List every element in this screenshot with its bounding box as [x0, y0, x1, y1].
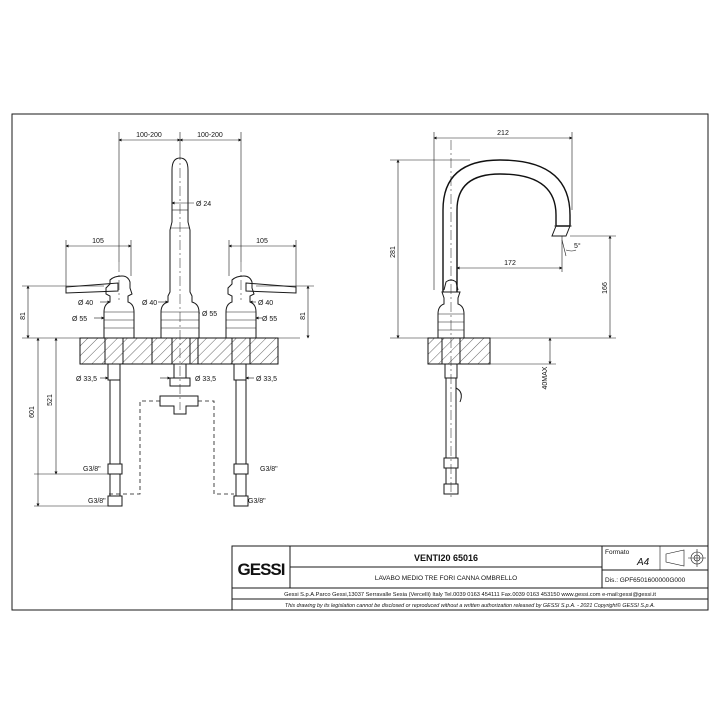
- dim-hole-dia-center: Ø 33,5: [195, 376, 216, 383]
- countertop-section-right: [197, 337, 279, 365]
- dim-hole-dia-right: Ø 33,5: [256, 376, 277, 383]
- dim-hose-length: 521: [47, 394, 54, 406]
- left-valve: [65, 262, 135, 338]
- dim-height-left: 81: [20, 312, 27, 320]
- dim-side-spout-height: 166: [602, 282, 609, 294]
- left-hose: [109, 379, 121, 465]
- dim-thread-left-1: G3/8": [83, 466, 101, 473]
- dim-thread-left-2: G3/8": [88, 498, 106, 505]
- dim-spacing-left: 100-200: [136, 132, 162, 139]
- title-block: GESSI VENTI20 65016 LAVABO MEDIO TRE FOR…: [231, 545, 709, 611]
- dim-body-dia-left: Ø 40: [78, 300, 93, 307]
- dim-spout-dia: Ø 24: [196, 201, 211, 208]
- copyright-disclaimer: This drawing by its legislation cannot b…: [285, 602, 655, 609]
- dim-height-right: 81: [300, 312, 307, 320]
- dim-side-max: 40MAX: [542, 366, 549, 389]
- format-label: Formato: [605, 549, 630, 556]
- drawing-number: Dis.: GPF6501600000G000: [605, 577, 686, 584]
- center-spout: [160, 150, 200, 410]
- dim-side-angle: 5°: [574, 242, 581, 250]
- dim-side-reach: 172: [504, 260, 516, 267]
- dim-hole-dia-left: Ø 33,5: [76, 376, 97, 383]
- dim-base-dia-right: Ø 55: [262, 316, 277, 323]
- dim-spacing-right: 100-200: [197, 132, 223, 139]
- company-info: Gessi S.p.A.Parco Gessi,13037 Serravalle…: [284, 592, 656, 598]
- dim-base-dia-left: Ø 55: [72, 316, 87, 323]
- dim-handle-right: 105: [256, 238, 268, 245]
- side-view: 212 281 172 5° 166 40MAX: [390, 130, 616, 500]
- side-spout-arc: [442, 159, 571, 292]
- projection-symbol-icon: [665, 549, 706, 567]
- gessi-logo: GESSI: [238, 560, 285, 579]
- dim-handle-left: 105: [92, 238, 104, 245]
- front-view: 100-200 100-200 105 105 Ø 24 Ø 40 Ø 40 Ø…: [20, 132, 314, 507]
- dim-body-dia-center: Ø 40: [142, 300, 157, 307]
- dim-thread-right-1: G3/8": [260, 466, 278, 473]
- countertop-section-left: [79, 337, 153, 365]
- dim-side-height: 281: [390, 246, 397, 258]
- dim-side-width: 212: [497, 130, 509, 137]
- format-value: A4: [636, 557, 650, 568]
- dim-hose-total: 601: [29, 406, 36, 418]
- dim-thread-right-2: G3/8": [248, 498, 266, 505]
- dim-body-dia-right: Ø 40: [258, 300, 273, 307]
- dim-base-dia-center: Ø 55: [202, 311, 217, 318]
- product-description: LAVABO MEDIO TRE FORI CANNA OMBRELLO: [375, 575, 517, 582]
- right-hose: [235, 379, 247, 465]
- product-name: VENTI20 65016: [414, 553, 478, 563]
